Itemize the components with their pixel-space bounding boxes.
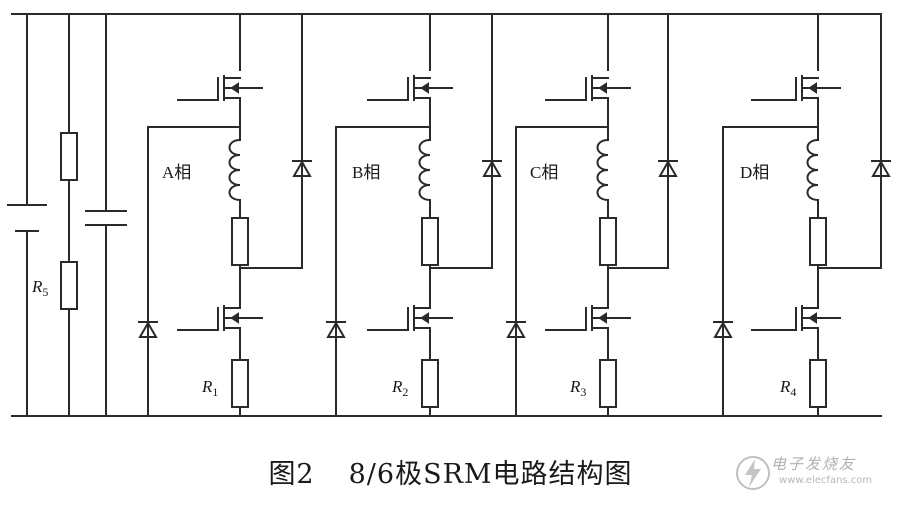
phase-a-upper-mosfet-arrow: [230, 82, 239, 94]
phase-b-upper-diode: [482, 159, 502, 177]
lightning-icon: [736, 456, 770, 490]
phase-b-coil: [418, 138, 432, 202]
phase-d-upper-mosfet-arrow: [808, 82, 817, 94]
phase-b-r-label: R2: [391, 377, 408, 399]
phase-a-label: A相: [162, 163, 191, 182]
phase-c-winding-resistor: [599, 217, 617, 266]
figure-caption: 图2 8/6极SRM电路结构图: [0, 452, 901, 491]
phase-b-lower-mosfet-arrow: [420, 312, 429, 324]
label-r5: R5: [31, 277, 48, 299]
phase-a-r-label: R1: [201, 377, 218, 399]
phase-b-lower-diode: [326, 320, 346, 338]
phase-d-r-label: R4: [779, 377, 796, 399]
phase-d-coil: [806, 138, 820, 202]
phase-c-r-label: R3: [569, 377, 586, 399]
phase-d-lower-mosfet-arrow: [808, 312, 817, 324]
phase-b-upper-mosfet-arrow: [420, 82, 429, 94]
phase-c-coil: [596, 138, 610, 202]
resistor-top: [60, 132, 78, 181]
phase-a-winding-resistor: [231, 217, 249, 266]
phase-d-label: D相: [740, 163, 769, 182]
phase-b-sense-resistor: [421, 359, 439, 408]
phase-c-sense-resistor: [599, 359, 617, 408]
phase-d-sense-resistor: [809, 359, 827, 408]
phase-a-coil: [228, 138, 242, 202]
phase-d-winding-resistor: [809, 217, 827, 266]
watermark-logo: 电子发烧友 www.elecfans.com: [733, 451, 883, 495]
watermark-url: www.elecfans.com: [779, 475, 873, 486]
phase-a-sense-resistor: [231, 359, 249, 408]
caption-text: 8/6极SRM电路结构图: [348, 459, 633, 490]
phase-c-upper-diode: [658, 159, 678, 177]
phase-b-winding-resistor: [421, 217, 439, 266]
phase-a-lower-mosfet-arrow: [230, 312, 239, 324]
phase-c-lower-diode: [506, 320, 526, 338]
resistor-r5: [60, 261, 78, 310]
phase-a-lower-diode: [138, 320, 158, 338]
phase-c-label: C相: [530, 163, 558, 182]
caption-number: 图2: [268, 459, 315, 490]
phase-b-label: B相: [352, 163, 380, 182]
watermark-title: 电子发烧友: [771, 455, 857, 473]
phase-c-lower-mosfet-arrow: [598, 312, 607, 324]
phase-a-upper-diode: [292, 159, 312, 177]
phase-c-upper-mosfet-arrow: [598, 82, 607, 94]
phase-d-upper-diode: [871, 159, 891, 177]
phase-d-lower-diode: [713, 320, 733, 338]
